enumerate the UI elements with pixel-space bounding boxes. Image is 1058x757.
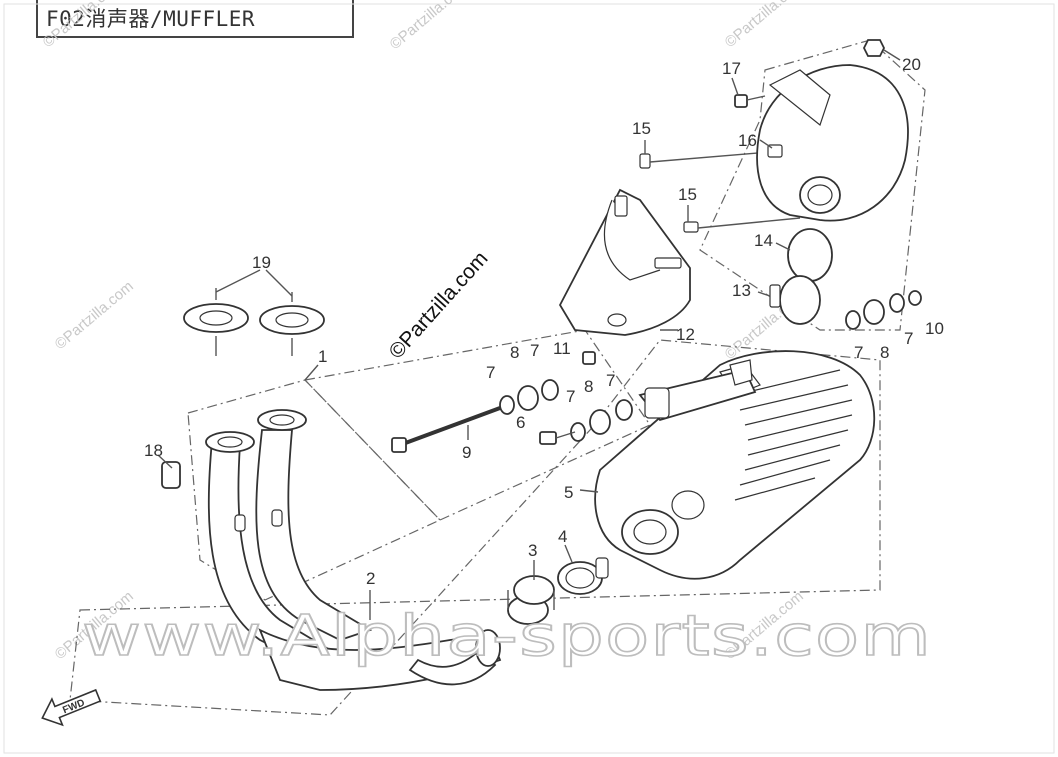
part-header-pipe-1[interactable] (205, 364, 373, 661)
callout-label-8: 8 (584, 377, 593, 396)
part-right-washers[interactable] (845, 290, 922, 330)
assembly-outline-headers (187, 379, 442, 601)
callout-label-3: 3 (528, 541, 537, 560)
callout-label-7: 7 (854, 343, 863, 362)
part-muffler-cover-16[interactable] (756, 64, 909, 222)
forward-direction-arrow: FWD (41, 688, 102, 727)
watermark-small: ©Partzilla.com (722, 0, 807, 51)
callout-label-5: 5 (564, 483, 573, 502)
callout-label-8: 8 (510, 343, 519, 362)
callout-label-7: 7 (486, 363, 495, 382)
callout-label-13: 13 (732, 281, 751, 300)
callout-label-8: 8 (880, 343, 889, 362)
callout-label-7: 7 (566, 387, 575, 406)
callout-label-11: 11 (553, 339, 571, 358)
part-washers-6-7-8[interactable] (499, 379, 633, 445)
watermark-small: ©Partzilla.com (40, 0, 125, 51)
callout-label-4: 4 (558, 527, 567, 546)
callout-label-7: 7 (530, 341, 539, 360)
callout-label-15: 15 (632, 119, 651, 138)
callout-label-17: 17 (722, 59, 741, 78)
callout-label-2: 2 (366, 569, 375, 588)
watermark-partzilla: ©Partzilla.com (385, 247, 493, 363)
part-band-14[interactable] (775, 228, 833, 282)
callout-label-14: 14 (754, 231, 773, 250)
assembly-outline-mount (303, 329, 651, 521)
callout-label-6: 6 (516, 413, 525, 432)
callout-label-16: 16 (738, 131, 757, 150)
part-bolt-11[interactable] (582, 351, 596, 365)
part-clamp-4[interactable] (557, 544, 609, 595)
part-bracket[interactable] (638, 359, 757, 422)
callout-label-7: 7 (606, 371, 615, 390)
callout-label-19: 19 (252, 253, 271, 272)
callout-labels: 1 2 3 4 5 6 7 7 7 7 7 7 8 8 8 9 10 11 12… (144, 55, 944, 588)
title-box (36, 0, 354, 38)
callout-label-10: 10 (925, 319, 944, 338)
part-heat-shield-plate-12[interactable] (558, 188, 691, 336)
part-clamp-13[interactable] (757, 275, 821, 325)
callout-label-9: 9 (462, 443, 471, 462)
callout-label-1: 1 (318, 347, 327, 366)
part-sleeve-3[interactable] (507, 560, 555, 625)
diagram-frame (3, 3, 1055, 754)
part-nut-20[interactable] (862, 39, 901, 61)
part-bolt-18[interactable] (157, 454, 181, 489)
watermark-alpha-sports: www.Alpha-sports.com (82, 604, 932, 669)
part-gasket-19[interactable] (183, 269, 325, 356)
part-mount-bolt-9[interactable] (391, 406, 501, 453)
callout-label-20: 20 (902, 55, 921, 74)
watermark-small: ©Partzilla.com (387, 0, 472, 53)
part-clip-15[interactable] (639, 140, 801, 233)
watermark-small: ©Partzilla.com (52, 278, 137, 353)
diagram-title: F02消声器/MUFFLER (46, 7, 256, 31)
callout-label-18: 18 (144, 441, 163, 460)
callout-label-7: 7 (904, 329, 913, 348)
assembly-outline-system (69, 339, 881, 716)
callout-label-12: 12 (676, 325, 695, 344)
fwd-label: FWD (61, 698, 86, 717)
part-mid-pipe-2[interactable] (258, 590, 502, 691)
part-bolt-17[interactable] (731, 77, 766, 108)
callout-label-15: 15 (678, 185, 697, 204)
